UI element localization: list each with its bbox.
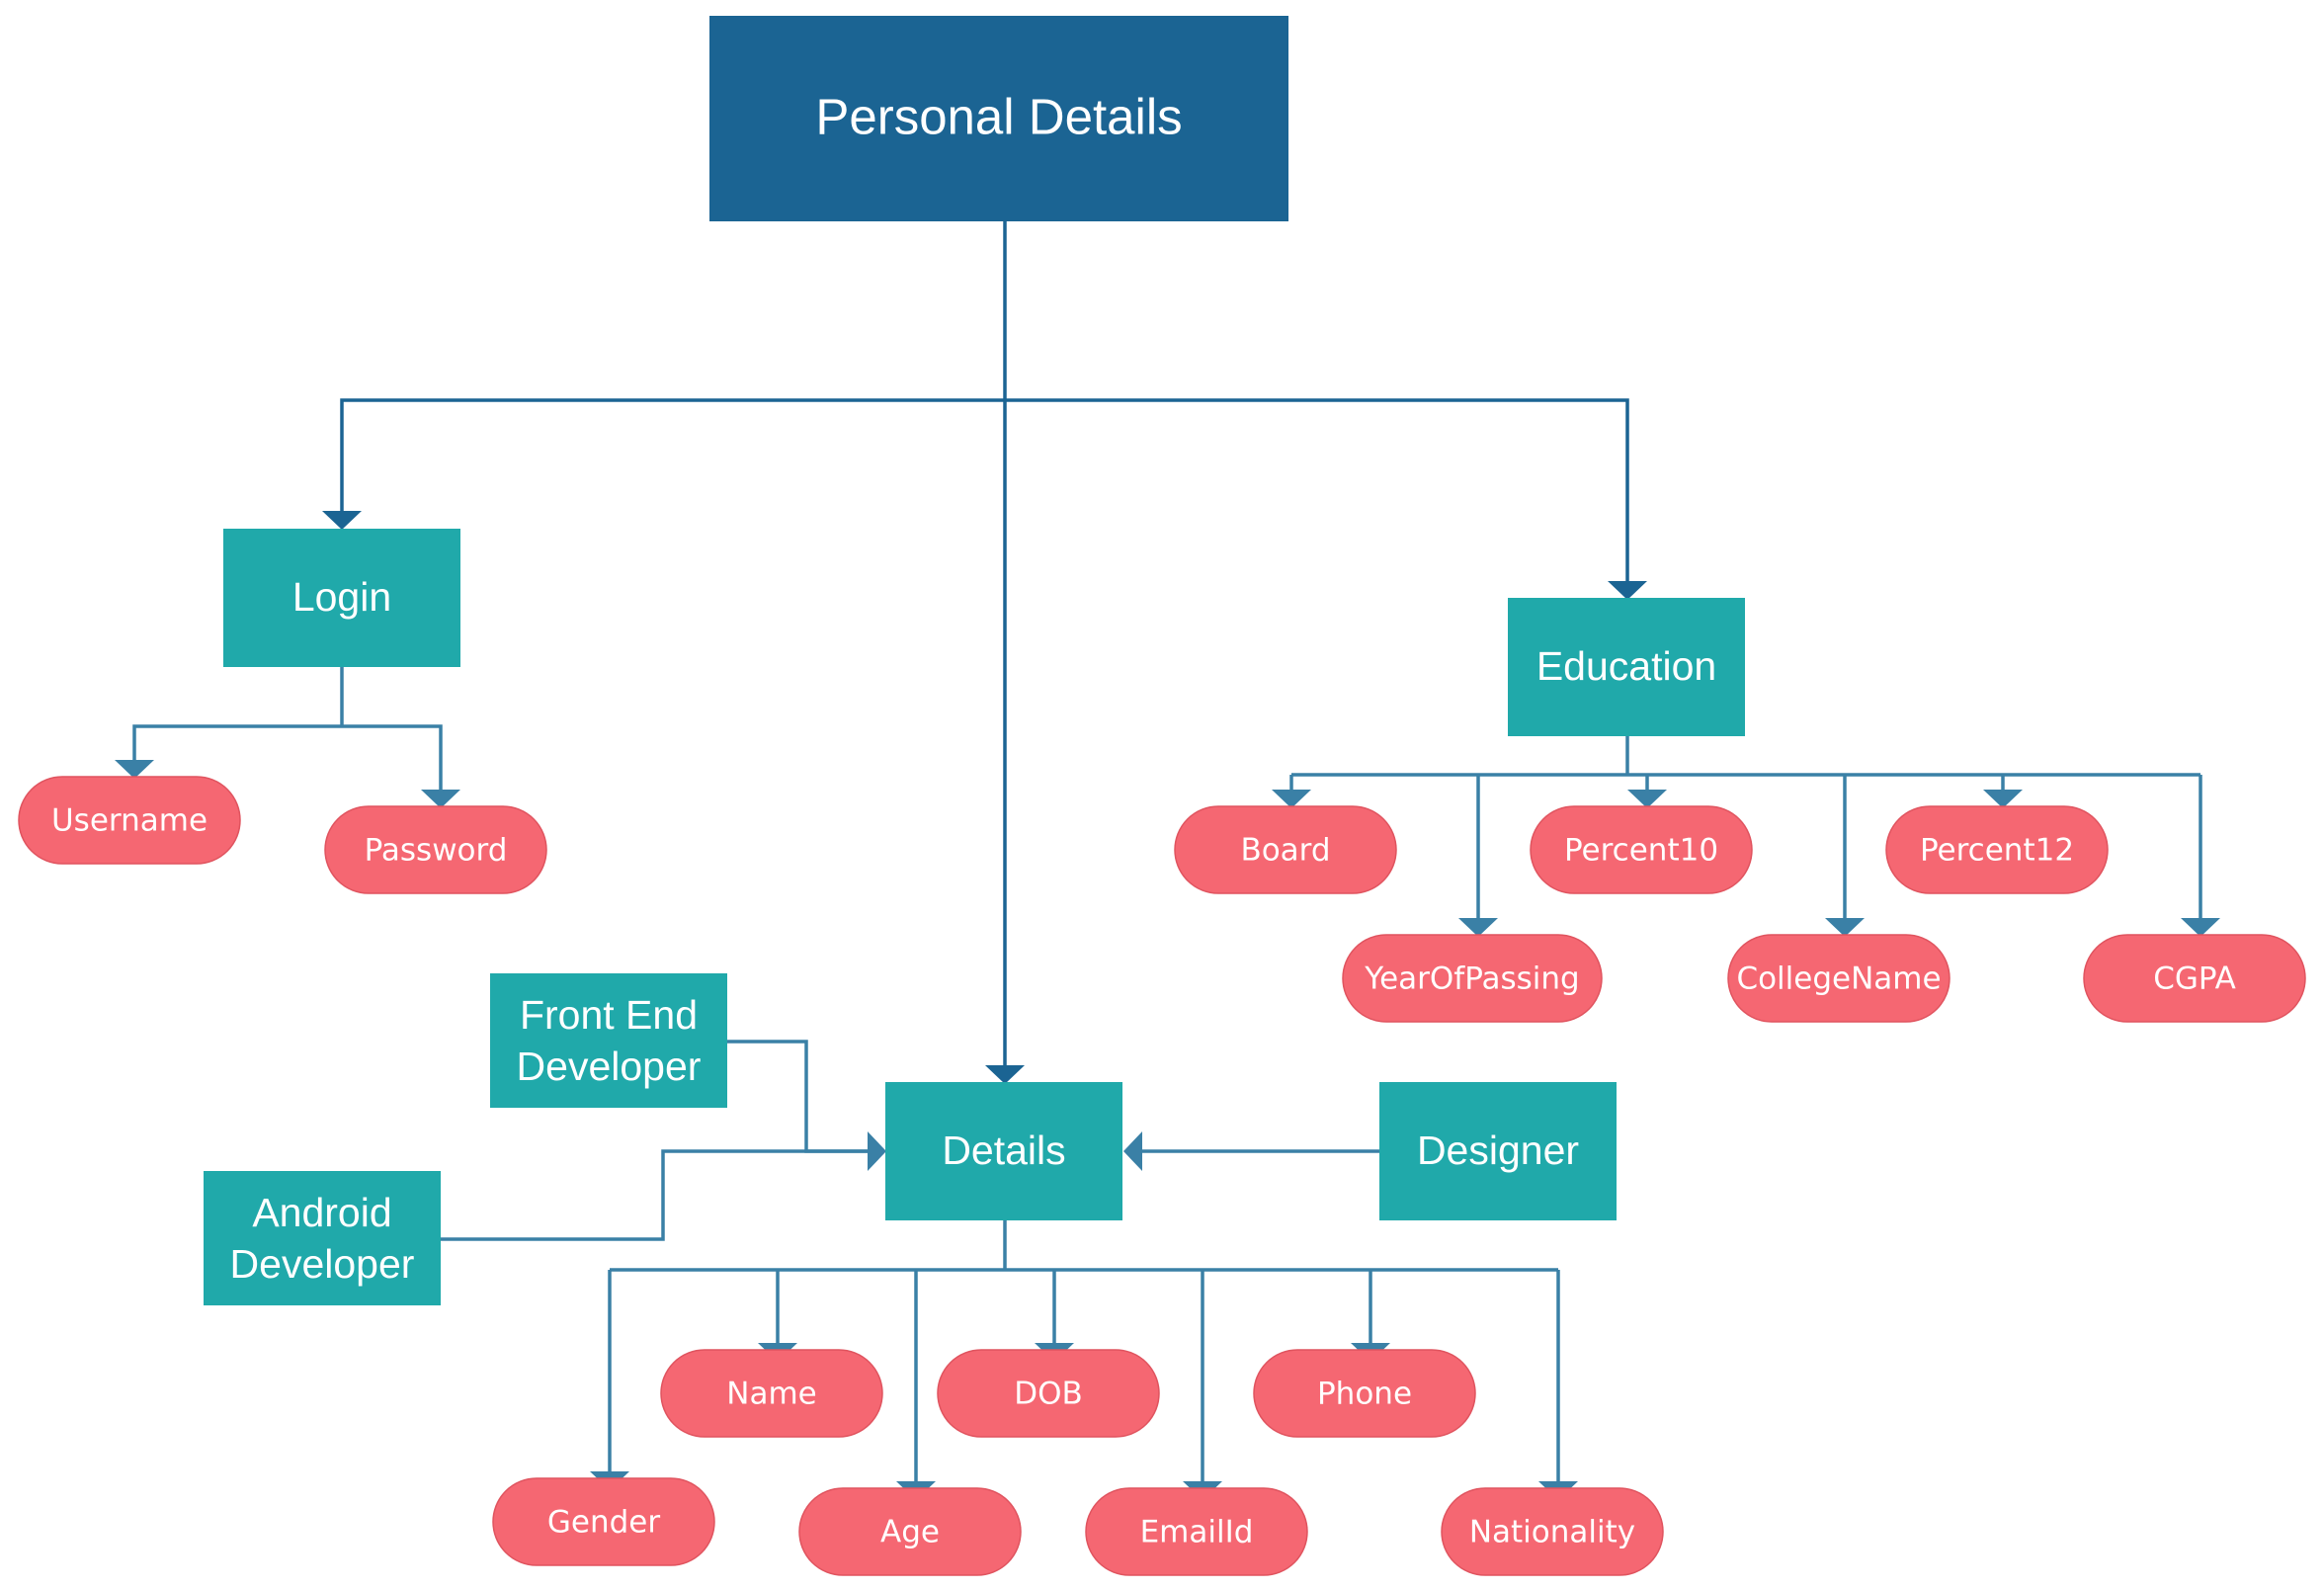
details-label: Details: [942, 1128, 1065, 1173]
android-developer-node[interactable]: Android Developer: [204, 1171, 441, 1305]
front-end-developer-label-line-2: Developer: [517, 1044, 702, 1089]
arrowhead-board: [1272, 790, 1311, 808]
phone-attribute[interactable]: Phone: [1253, 1349, 1476, 1438]
name-label: Name: [726, 1377, 816, 1412]
arrowhead-details: [985, 1065, 1025, 1084]
arrowhead-login: [322, 511, 362, 530]
root-to-login-connector: [340, 398, 1005, 511]
collegename-label: CollegeName: [1736, 962, 1941, 997]
personal-details-label: Personal Details: [815, 88, 1182, 144]
arrowhead-cgpa: [2181, 918, 2220, 937]
details-bus-connector: [610, 1220, 1558, 1272]
board-label: Board: [1240, 833, 1330, 869]
percent10-attribute[interactable]: Percent10: [1530, 805, 1753, 894]
designer-label: Designer: [1417, 1128, 1579, 1173]
nationality-label: Nationality: [1469, 1515, 1635, 1550]
arrowhead-details-left: [868, 1131, 886, 1171]
arrowhead-yearofpassing: [1458, 918, 1498, 937]
login-to-username-connector: [132, 724, 342, 760]
arrowhead-details-right: [1123, 1131, 1142, 1171]
front-end-developer-label-line-1: Front End: [520, 992, 698, 1038]
nationality-attribute[interactable]: Nationality: [1441, 1487, 1664, 1576]
android-to-details-connector: [441, 1149, 870, 1241]
arrowhead-education: [1608, 581, 1647, 600]
arrowhead-percent10: [1627, 790, 1667, 808]
login-node[interactable]: Login: [223, 529, 460, 667]
gender-label: Gender: [547, 1505, 660, 1541]
password-label: Password: [365, 833, 508, 869]
designer-node[interactable]: Designer: [1379, 1082, 1617, 1220]
login-to-password-connector: [342, 724, 443, 790]
root-to-education-connector: [1005, 398, 1629, 581]
details-node[interactable]: Details: [885, 1082, 1122, 1220]
yearofpassing-attribute[interactable]: YearOfPassing: [1342, 934, 1603, 1023]
front-end-developer-node[interactable]: Front End Developer: [490, 973, 727, 1108]
arrowhead-password: [421, 790, 460, 808]
username-label: Username: [51, 803, 208, 839]
dob-label: DOB: [1014, 1377, 1083, 1412]
name-attribute[interactable]: Name: [660, 1349, 883, 1438]
emailid-label: EmailId: [1140, 1515, 1254, 1550]
username-attribute[interactable]: Username: [18, 776, 241, 865]
arrowhead-collegename: [1825, 918, 1865, 937]
education-bus-connector: [1291, 736, 2200, 777]
arrowhead-username: [115, 760, 154, 779]
connectors: [132, 221, 2202, 1481]
android-developer-label-line-2: Developer: [230, 1241, 415, 1287]
yearofpassing-label: YearOfPassing: [1364, 962, 1579, 997]
arrowheads: [115, 511, 2220, 1500]
arrowhead-percent12: [1983, 790, 2023, 808]
age-attribute[interactable]: Age: [798, 1487, 1022, 1576]
cgpa-attribute[interactable]: CGPA: [2083, 934, 2306, 1023]
frontend-to-details-connector: [727, 1040, 870, 1153]
emailid-attribute[interactable]: EmailId: [1085, 1487, 1308, 1576]
age-label: Age: [880, 1515, 940, 1550]
cgpa-label: CGPA: [2153, 962, 2236, 997]
android-developer-label-line-1: Android: [252, 1190, 391, 1235]
education-label: Education: [1536, 643, 1716, 689]
board-attribute[interactable]: Board: [1174, 805, 1397, 894]
collegename-attribute[interactable]: CollegeName: [1727, 934, 1950, 1023]
phone-label: Phone: [1317, 1377, 1412, 1412]
login-label: Login: [292, 574, 391, 620]
password-attribute[interactable]: Password: [324, 805, 547, 894]
personal-details-node[interactable]: Personal Details: [709, 16, 1288, 221]
percent12-label: Percent12: [1920, 833, 2074, 869]
education-node[interactable]: Education: [1508, 598, 1745, 736]
percent10-label: Percent10: [1564, 833, 1718, 869]
percent12-attribute[interactable]: Percent12: [1885, 805, 2109, 894]
gender-attribute[interactable]: Gender: [492, 1477, 715, 1566]
dob-attribute[interactable]: DOB: [937, 1349, 1160, 1438]
